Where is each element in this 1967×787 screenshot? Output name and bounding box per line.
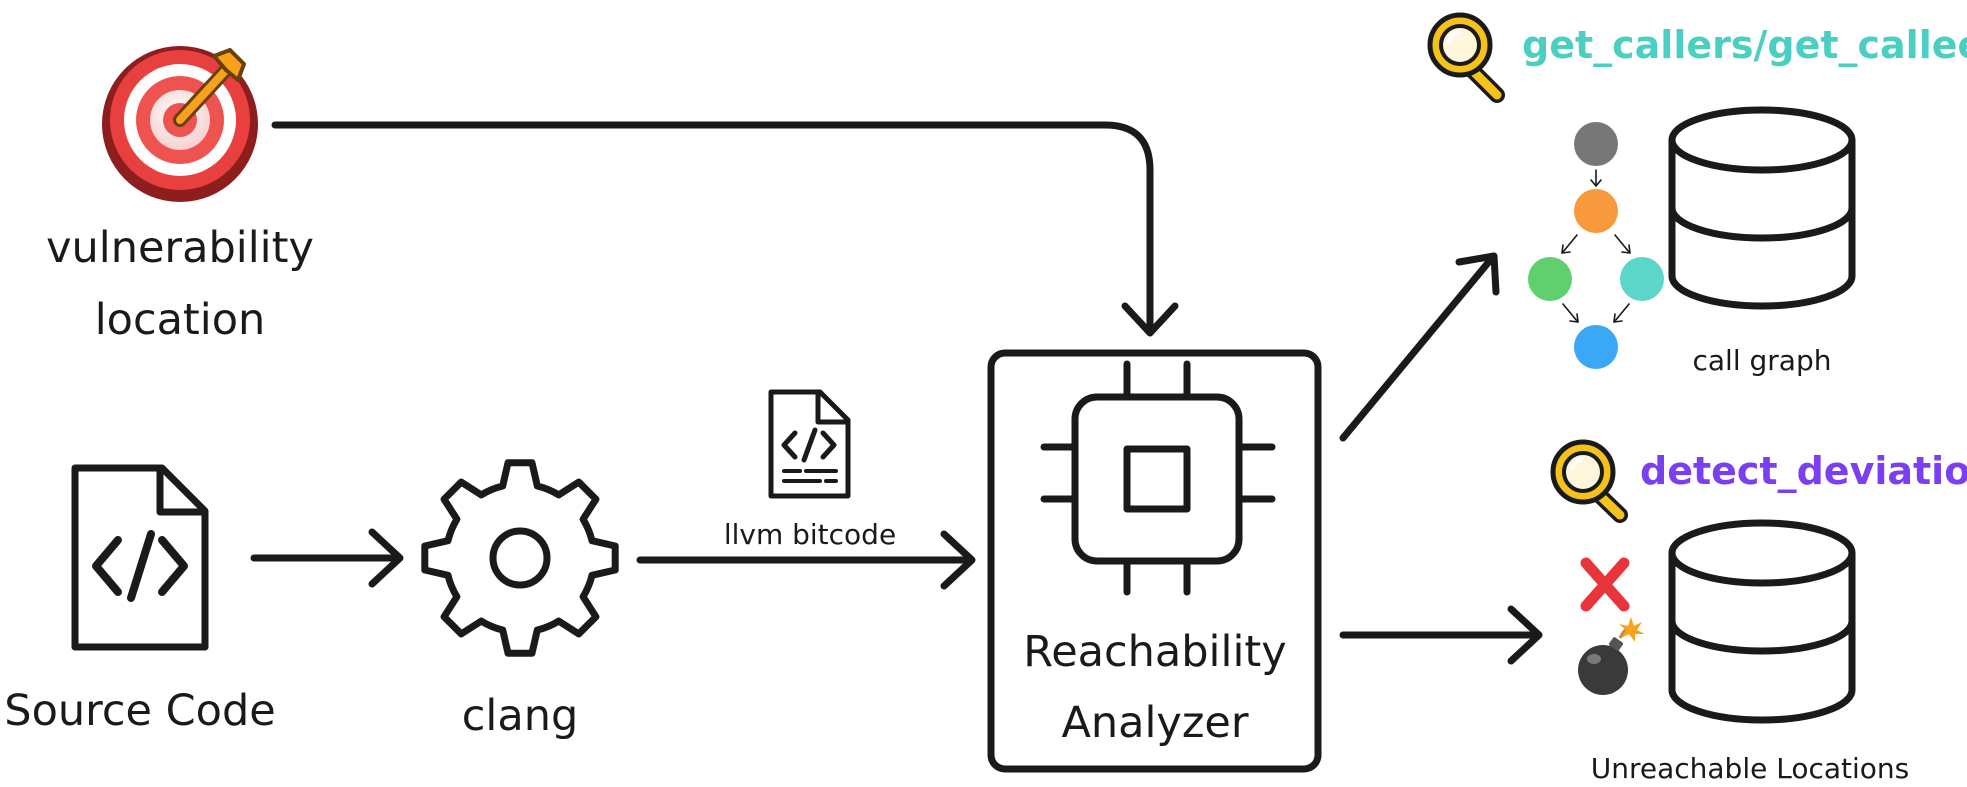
clang-label: clang: [462, 691, 579, 741]
code-file-icon: [71, 464, 209, 651]
target-icon: [102, 46, 258, 202]
bitcode-file-icon: [768, 389, 851, 499]
arrow-source-to-clang: [250, 528, 404, 588]
graph-node-green: [1528, 257, 1572, 301]
database-icon-2: [1668, 519, 1856, 724]
vulnerability-label-line1: vulnerability: [46, 223, 314, 273]
arrow-target-to-analyzer: [271, 121, 1179, 337]
graph-node-blue: [1574, 325, 1618, 369]
bitcode-label: llvm bitcode: [724, 518, 896, 551]
magnifier-icon: [1427, 12, 1505, 103]
tool-detect-deviation: detect_deviation: [1640, 449, 1967, 493]
graph-node-teal: [1620, 257, 1664, 301]
call-graph-label: call graph: [1693, 344, 1832, 377]
bomb-icon: [1578, 617, 1645, 695]
cross-icon: [1580, 557, 1630, 612]
unreachable-label: Unreachable Locations: [1591, 752, 1910, 785]
graph-node-orange: [1574, 189, 1618, 233]
source-code-label: Source Code: [4, 686, 275, 736]
magnifier-icon-2: [1550, 439, 1628, 523]
arrow-analyzer-to-unreachable: [1339, 605, 1543, 665]
database-icon: [1668, 106, 1856, 310]
arrow-clang-to-analyzer: [636, 530, 976, 590]
tool-get-callers-callees: get_callers/get_callees: [1522, 23, 1967, 67]
gear-icon: [421, 459, 619, 657]
vulnerability-label-line2: location: [95, 295, 266, 345]
analyzer-label-line1: Reachability: [1023, 627, 1286, 677]
analyzer-label-line2: Analyzer: [1061, 698, 1248, 748]
call-graph-nodes: [1528, 122, 1664, 369]
graph-node-root: [1574, 122, 1618, 166]
chip-icon: [1040, 360, 1276, 596]
call-graph-edges: [1561, 169, 1631, 323]
arrow-analyzer-to-callgraph: [1339, 252, 1500, 442]
analyzer-box: [987, 349, 1322, 773]
